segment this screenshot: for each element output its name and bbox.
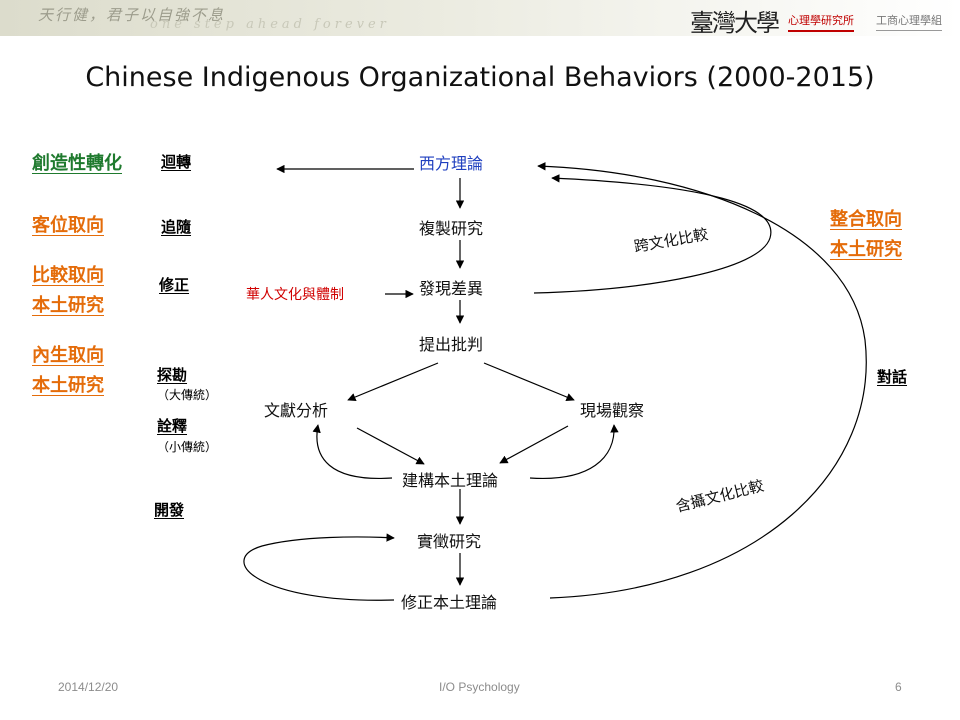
label-endogenous-line1: 內生取向 [32,345,104,366]
banner-motto: one step ahead forever [150,17,390,32]
node-field-observation: 現場觀察 [580,401,645,420]
arrow-critique-literature [347,362,439,402]
node-discover-differences: 發現差異 [419,279,484,298]
arrow-revise-loop [243,533,395,601]
label-creative-transformation: 創造性轉化 [32,153,122,174]
node-western-theory: 西方理論 [419,154,484,173]
stage-kaifa: 開發 [154,501,185,519]
stage-tankan: 探勘 [157,366,188,384]
stage-quanshi: 詮釋 [157,417,188,435]
node-raise-critique: 提出批判 [419,335,484,354]
stage-quanshi-sub: （小傳統） [157,440,218,454]
footer-page-number: 6 [895,680,902,694]
footer-course: I/O Psychology [439,680,520,694]
university-logo: 臺灣大學 [690,9,780,36]
arrow-field-construct [499,425,569,464]
arrow-construct-literature [312,424,393,480]
node-replicate-research: 複製研究 [419,219,484,238]
stage-tankan-sub: （大傳統） [157,388,218,402]
division-link[interactable]: 工商心理學組 [876,12,942,31]
label-comparative-line2: 本土研究 [32,295,104,316]
label-integration-line1: 整合取向 [830,209,902,230]
header-banner: 天行健，君子以自強不息 one step ahead forever 臺灣大學 … [0,0,960,36]
node-empirical-research: 實徵研究 [417,532,482,551]
footer-date: 2014/12/20 [58,680,119,694]
label-integration-line2: 本土研究 [830,239,902,260]
banner-calligraphy: 天行健，君子以自強不息 [38,6,226,24]
label-etic-orientation: 客位取向 [32,215,104,236]
arrow-literature-construct [356,427,425,465]
arrow-construct-field [529,424,619,480]
stage-huizhuan: 迴轉 [161,153,192,171]
label-endogenous-line2: 本土研究 [32,375,104,396]
slide-title: Chinese Indigenous Organizational Behavi… [85,62,875,93]
arrow-inclusive [537,162,867,599]
node-revise-theory: 修正本土理論 [401,593,498,612]
arrow-critique-field [483,362,575,402]
annotation-chinese-culture: 華人文化與體制 [246,287,344,303]
node-construct-theory: 建構本土理論 [402,471,499,490]
node-literature-analysis: 文獻分析 [264,401,329,420]
stage-xiuzheng: 修正 [159,276,190,294]
label-dialogue: 對話 [877,368,908,386]
label-comparative-line1: 比較取向 [32,265,104,286]
arrow-cross-cultural [533,174,772,294]
institute-link[interactable]: 心理學研究所 [788,12,854,32]
stage-zhuisui: 追隨 [161,218,192,236]
